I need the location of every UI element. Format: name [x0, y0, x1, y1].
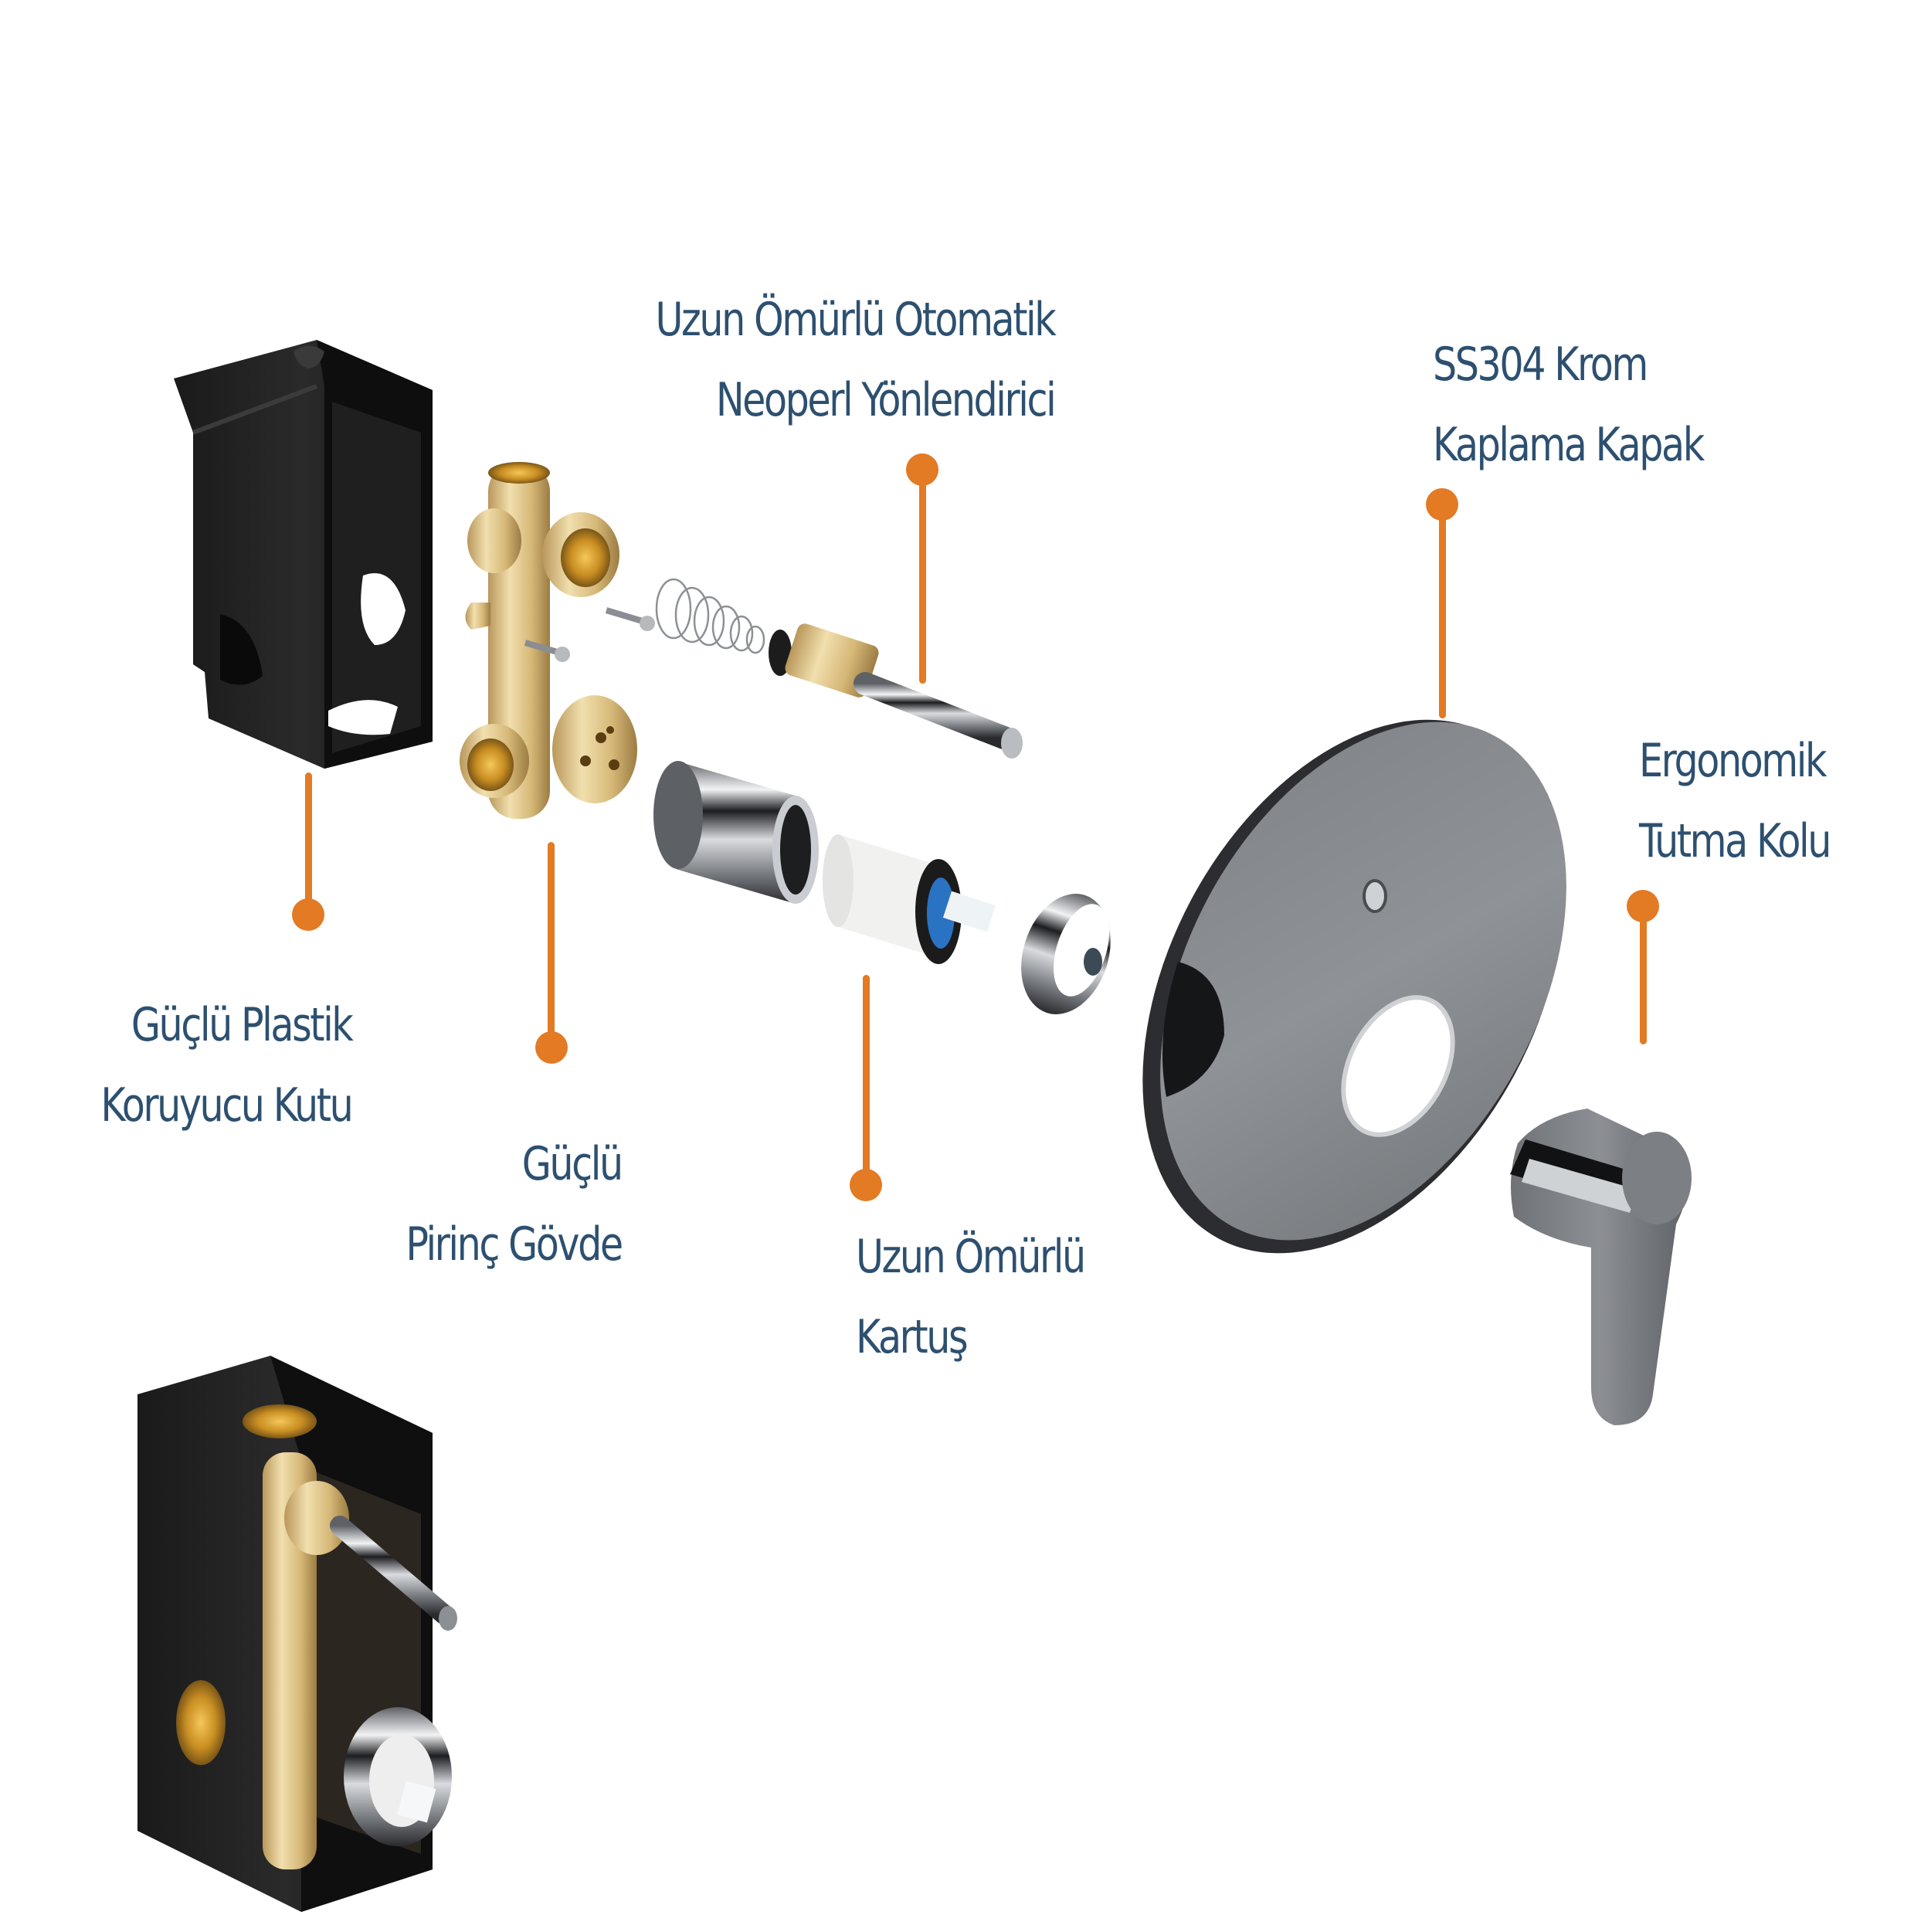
callout-dot-plastic-box [292, 898, 324, 931]
callout-line-cartridge [863, 975, 870, 1176]
label-line: Koruyucu Kutu [100, 1078, 353, 1132]
label-cartridge: Uzun Ömürlü Kartuş [856, 1217, 1086, 1377]
label-line: Kartuş [856, 1310, 969, 1364]
label-chrome-cover: SS304 Krom Kaplama Kapak [1433, 324, 1705, 485]
diverter-stem-part [769, 623, 1023, 759]
label-line: Pirinç Gövde [406, 1217, 624, 1272]
callout-dot-brass-body [535, 1031, 568, 1064]
cartridge-part [823, 834, 996, 964]
label-line: Güçlü [522, 1137, 623, 1191]
label-plastic-box: Güçlü Plastik Koruyucu Kutu [100, 985, 354, 1146]
brass-body-part [460, 462, 637, 819]
callout-line-brass-body [548, 842, 555, 1047]
label-line: Neoperl Yönlendirici [715, 373, 1057, 427]
screw-part [524, 607, 655, 662]
assembled-valve-part [137, 1356, 457, 1912]
label-handle: Ergonomik Tutma Kolu [1639, 721, 1831, 881]
label-line: Uzun Ömürlü [856, 1230, 1086, 1284]
cover-plate-part [1142, 719, 1566, 1254]
callout-dot-cartridge [850, 1169, 882, 1201]
spring-part [655, 578, 765, 654]
callout-line-handle [1640, 905, 1647, 1044]
label-line: Uzun Ömürlü Otomatik [655, 293, 1056, 347]
callout-dot-neoperl [906, 453, 938, 486]
label-line: Kaplama Kapak [1433, 418, 1705, 472]
handle-part [1510, 1109, 1692, 1425]
chrome-ring-part [1021, 894, 1111, 1014]
label-line: Ergonomik [1639, 734, 1827, 788]
label-brass-body: Güçlü Pirinç Gövde [406, 1124, 624, 1285]
chrome-sleeve-part [653, 761, 819, 904]
callout-line-plastic-box [305, 772, 312, 912]
callout-dot-chrome-cover [1426, 488, 1458, 521]
callout-line-chrome-cover [1439, 514, 1446, 718]
callout-line-neoperl [919, 479, 926, 684]
label-line: Tutma Kolu [1639, 814, 1831, 868]
label-line: Güçlü Plastik [131, 998, 354, 1052]
plastic-box-part [174, 340, 433, 769]
label-neoperl-diverter: Uzun Ömürlü Otomatik Neoperl Yönlendiric… [655, 280, 1057, 440]
callout-dot-handle [1627, 890, 1659, 922]
label-line: SS304 Krom [1433, 338, 1648, 392]
